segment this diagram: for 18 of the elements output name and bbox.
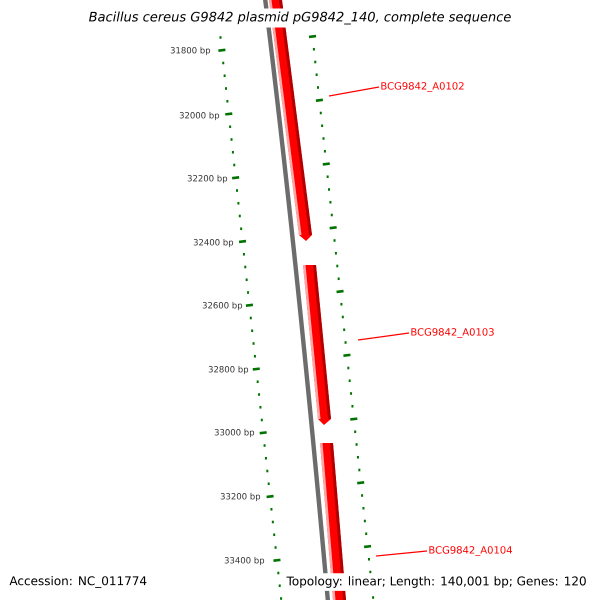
summary-label: Topology: linear; Length: 140,001 bp; Genes: 120 <box>284 573 590 591</box>
tick-label: 32800 bp <box>208 366 248 374</box>
leader-line <box>328 86 380 97</box>
tick-label: 31800 bp <box>170 46 210 56</box>
leader-line <box>358 332 410 341</box>
accession-label: Accession: NC_011774 <box>10 576 146 588</box>
gene-label: BCG9842_A0102 <box>381 82 464 92</box>
tick-label: 33400 bp <box>224 556 264 566</box>
tick-label: 33000 bp <box>214 428 254 438</box>
tick-label: 32000 bp <box>180 112 220 120</box>
tick-label: 32200 bp <box>188 174 228 184</box>
title: Bacillus cereus G9842 plasmid pG9842_140, complete sequence <box>86 8 514 28</box>
leader-line <box>376 550 428 557</box>
gene-label: BCG9842_A0103 <box>411 328 494 338</box>
tick-label: 32400 bp <box>194 238 234 248</box>
tick-label: 33200 bp <box>220 492 260 502</box>
gene-label: BCG9842_A0104 <box>429 546 512 556</box>
tick-label: 32600 bp <box>202 302 242 310</box>
